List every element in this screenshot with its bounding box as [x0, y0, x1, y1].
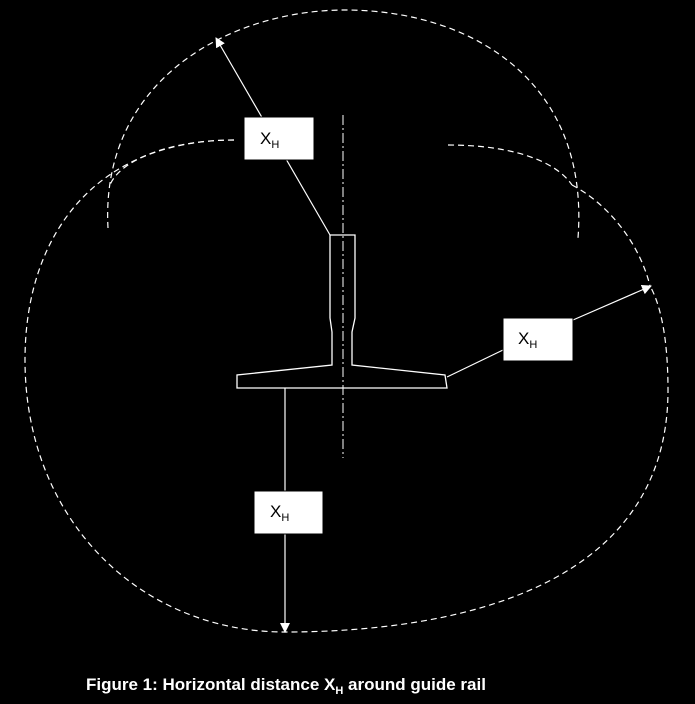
- label-xh-bottom: XH: [253, 490, 324, 535]
- caption-suffix: around guide rail: [343, 675, 486, 694]
- caption-sub: H: [335, 685, 343, 697]
- figure-caption: Figure 1: Horizontal distance XH around …: [86, 675, 486, 697]
- label-main: X: [270, 502, 281, 521]
- label-sub: H: [271, 139, 279, 151]
- envelope-right-inner-arc: [447, 144, 573, 186]
- arrow-right: [572, 285, 652, 321]
- envelope-right-lower: [571, 184, 651, 287]
- label-main: X: [518, 329, 529, 348]
- label-sub: H: [281, 512, 289, 524]
- arrow-right-leader: [446, 349, 504, 378]
- svg-text:XH: XH: [260, 129, 279, 151]
- clearance-envelope: [24, 9, 669, 633]
- label-main: X: [260, 129, 271, 148]
- label-box: [253, 490, 324, 535]
- svg-text:XH: XH: [270, 502, 289, 524]
- label-sub: H: [529, 339, 537, 351]
- envelope-outer: [24, 139, 669, 633]
- label-box: [502, 317, 574, 362]
- caption-prefix: Figure 1: Horizontal distance X: [86, 675, 336, 694]
- label-xh-top: XH: [243, 116, 315, 161]
- guide-rail-profile: [236, 234, 448, 389]
- label-xh-right: XH: [502, 317, 574, 362]
- envelope-top-arc: [107, 9, 580, 239]
- svg-text:XH: XH: [518, 329, 537, 351]
- label-box: [243, 116, 315, 161]
